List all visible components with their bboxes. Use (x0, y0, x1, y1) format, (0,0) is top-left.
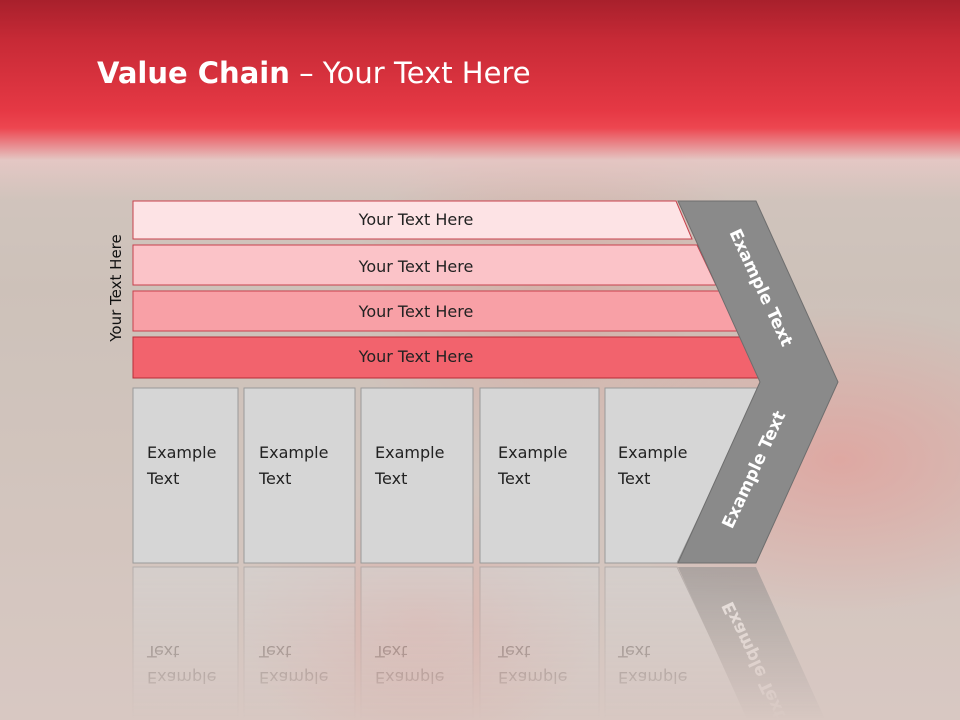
support-row-2-label: Your Text Here (358, 257, 474, 276)
primary-box-2-line1: Example (259, 443, 328, 462)
primary-box-4[interactable] (479, 387, 600, 564)
reflection-box-3-line1: Example (375, 668, 444, 687)
primary-box-3-line1: Example (375, 443, 444, 462)
reflection-box-1-line1: Example (147, 668, 216, 687)
header-band (0, 0, 960, 200)
reflection-box-4-line2: Text (497, 642, 530, 661)
diagram-reflection: Example Text Example Text Example Text E… (132, 566, 826, 720)
reflection-box-1-line2: Text (146, 642, 179, 661)
primary-box-5-line2: Text (617, 469, 650, 488)
primary-box-3-line2: Text (374, 469, 407, 488)
reflection-box-4-line1: Example (498, 668, 567, 687)
primary-box-2-line2: Text (258, 469, 291, 488)
title-rest: – Your Text Here (289, 56, 531, 90)
page-title: Value Chain – Your Text Here (97, 56, 531, 90)
reflection-box-5-line1: Example (618, 668, 687, 687)
primary-box-1-line2: Text (146, 469, 179, 488)
support-row-1-label: Your Text Here (358, 210, 474, 229)
margin-arrow[interactable] (677, 200, 839, 564)
title-bold: Value Chain (97, 56, 290, 90)
primary-box-5-line1: Example (618, 443, 687, 462)
primary-box-4-line1: Example (498, 443, 567, 462)
reflection-box-2-line2: Text (258, 642, 291, 661)
primary-box-1-line1: Example (147, 443, 216, 462)
reflection-box-2-line1: Example (259, 668, 328, 687)
reflection-box-5-line2: Text (617, 642, 650, 661)
primary-box-4-line2: Text (497, 469, 530, 488)
support-row-3-label: Your Text Here (358, 302, 474, 321)
reflection-box-3-line2: Text (374, 642, 407, 661)
primary-box-5[interactable] (604, 387, 761, 564)
support-row-4-label: Your Text Here (358, 347, 474, 366)
support-row-1[interactable] (132, 200, 693, 240)
primary-box-1[interactable] (132, 387, 239, 564)
primary-box-3[interactable] (360, 387, 474, 564)
primary-box-2[interactable] (243, 387, 356, 564)
